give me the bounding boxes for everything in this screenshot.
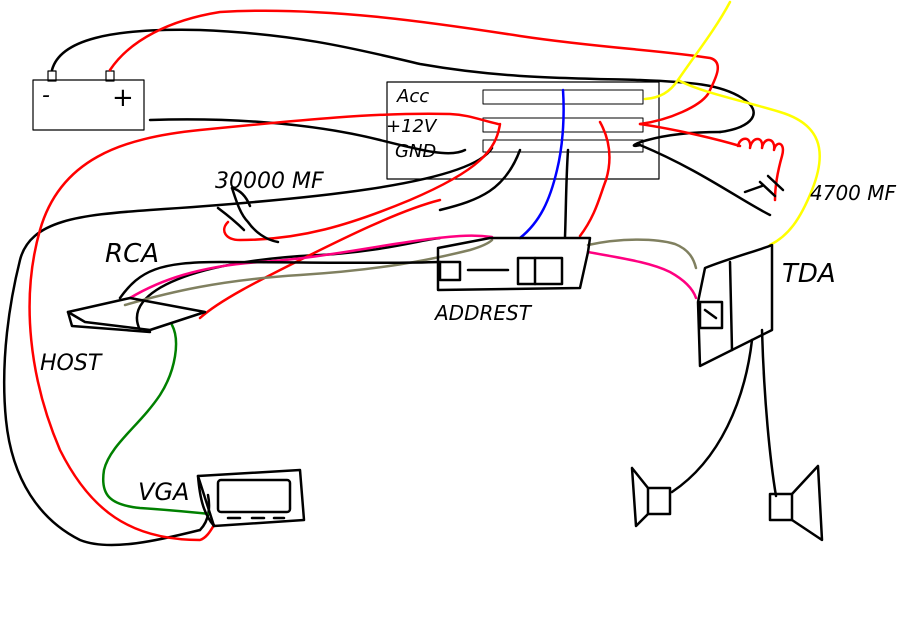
rca-label: RCA [105, 239, 159, 269]
battery: - + [32, 70, 145, 131]
acc-wire [643, 0, 821, 247]
12v-label: +12V [386, 116, 438, 137]
speaker-right [760, 328, 824, 542]
vga-wire [101, 323, 212, 516]
vga-monitor: VGA [138, 468, 306, 528]
blue-wire [518, 88, 565, 240]
acc-label: Acc [396, 86, 429, 107]
battery-plus-label: + [112, 83, 134, 113]
power-wires [28, 9, 742, 542]
power-panel: Acc +12V GND [386, 81, 660, 180]
vga-label: VGA [138, 478, 189, 506]
inductor-coil [736, 137, 785, 202]
tda-amplifier: TDA [696, 243, 836, 368]
rca-cable [118, 260, 442, 300]
battery-minus-label: - [42, 83, 50, 108]
host-unit: HOST [40, 296, 207, 376]
adapter-label: ADDREST [433, 301, 533, 325]
capacitor-4700: 4700 MF [743, 174, 897, 205]
adapter-unit: ADDREST [433, 236, 592, 325]
tda-label: TDA [782, 259, 836, 289]
capacitor-30000-label: 30000 MF [215, 169, 324, 194]
capacitor-4700-label: 4700 MF [810, 181, 897, 205]
capacitor-30000: 30000 MF [215, 169, 324, 244]
host-label: HOST [40, 351, 103, 376]
audio-wires [123, 234, 698, 307]
speaker-left [630, 338, 754, 528]
